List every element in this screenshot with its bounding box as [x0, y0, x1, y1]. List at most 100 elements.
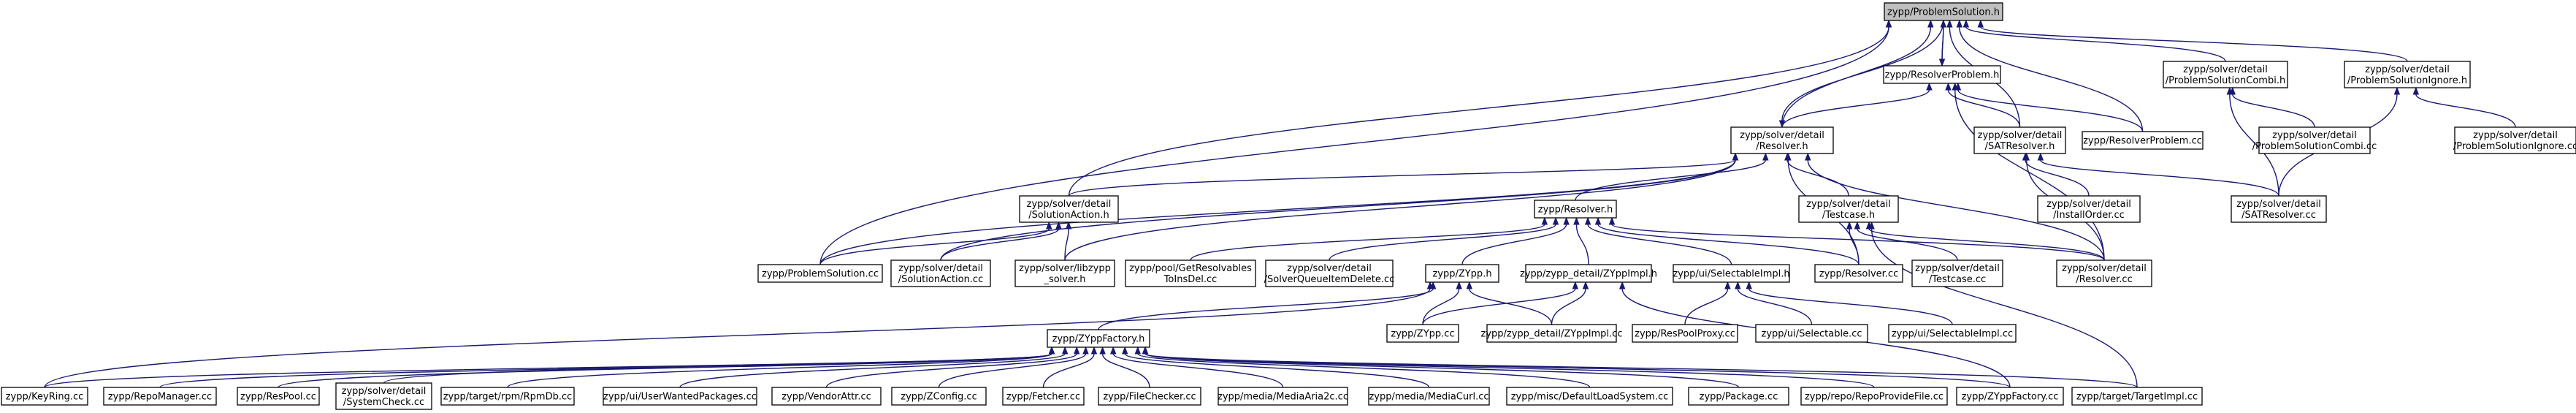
include-edge-n4-n10 — [1575, 152, 1769, 201]
edge-layer — [44, 19, 2516, 388]
file-node-zypp-zypp-cc[interactable]: zypp/ZYpp.cc — [1386, 324, 1459, 343]
file-node-zypp-vendorattr-cc[interactable]: zypp/VendorAttr.cc — [771, 387, 882, 406]
include-edge-n11-n22 — [1846, 221, 1860, 265]
edge-line — [938, 353, 1087, 388]
node-label: zypp/RepoManager.cc — [108, 392, 212, 403]
file-node-zypp-zypp-detail-zyppimpl-cc[interactable]: zypp/zypp_detail/ZYppImpl.cc — [1481, 324, 1623, 343]
arrow-head — [1938, 58, 1946, 67]
file-node-zypp-zyppfactory-cc[interactable]: zypp/ZYppFactory.cc — [1956, 387, 2064, 406]
file-node-zypp-repomanager-cc[interactable]: zypp/RepoManager.cc — [103, 387, 217, 406]
node-label: zypp/solver/detail — [2183, 64, 2268, 75]
node-box — [891, 387, 987, 406]
file-node-zypp-solver-detail-systemcheck-cc[interactable]: zypp/solver/detail/SystemCheck.cc — [335, 382, 432, 410]
file-node-zypp-solver-detail-solutionaction-cc[interactable]: zypp/solver/detail/SolutionAction.cc — [890, 259, 991, 287]
file-node-zypp-solver-detail-testcase-cc[interactable]: zypp/solver/detail/Testcase.cc — [1911, 259, 2003, 287]
node-box — [757, 264, 883, 283]
file-node-zypp-media-mediaaria2c-cc[interactable]: zypp/media/MediaAria2c.cc — [1218, 387, 1348, 406]
node-label: zypp/target/rpm/RpmDb.cc — [443, 392, 573, 403]
node-box — [1632, 324, 1738, 343]
node-box — [2037, 195, 2141, 223]
file-node-zypp-solver-detail-satresolver-cc[interactable]: zypp/solver/detail/SATResolver.cc — [2231, 195, 2327, 223]
include-edge-n2-n13 — [2226, 86, 2279, 197]
file-node-zypp-solver-detail-problemsolutionignore-h[interactable]: zypp/solver/detail/ProblemSolutionIgnore… — [2344, 61, 2471, 88]
edge-line — [1098, 288, 1434, 330]
file-node-zypp-repo-repoprovidefile-cc[interactable]: zypp/repo/RepoProvideFile.cc — [1800, 387, 1948, 406]
node-box — [1956, 387, 2064, 406]
node-box — [1386, 324, 1459, 343]
file-node-zypp-ui-userwantedpackages-cc[interactable]: zypp/ui/UserWantedPackages.cc — [603, 387, 757, 406]
file-node-zypp-keyring-cc[interactable]: zypp/KeyRing.cc — [1, 387, 88, 406]
node-label: zypp/solver/detail — [898, 263, 983, 274]
file-node-zypp-respool-cc[interactable]: zypp/ResPool.cc — [237, 387, 320, 406]
file-node-zypp-resolver-cc[interactable]: zypp/Resolver.cc — [1814, 264, 1903, 283]
node-label: zypp/Resolver.h — [1538, 205, 1613, 216]
file-node-zypp-target-rpm-rpmdb-cc[interactable]: zypp/target/rpm/RpmDb.cc — [440, 387, 575, 406]
arrow-head — [1563, 216, 1570, 225]
file-node-zypp-solver-detail-satresolver-h[interactable]: zypp/solver/detail/SATResolver.h — [1973, 126, 2066, 154]
node-label: zypp/solver/detail — [1287, 263, 1372, 274]
file-node-zypp-ui-selectable-cc[interactable]: zypp/ui/Selectable.cc — [1755, 324, 1868, 343]
file-node-zypp-solver-detail-problemsolutioncombi-cc[interactable]: zypp/solver/detail/ProblemSolutionCombi.… — [2252, 126, 2377, 154]
file-node-zypp-package-cc[interactable]: zypp/Package.cc — [1688, 387, 1789, 406]
file-node-zypp-solver-detail-testcase-h[interactable]: zypp/solver/detail/Testcase.h — [1798, 195, 1899, 223]
file-node-zypp-misc-defaultloadsystem-cc[interactable]: zypp/misc/DefaultLoadSystem.cc — [1506, 387, 1673, 406]
file-node-zypp-solver-detail-solutionaction-h[interactable]: zypp/solver/detail/SolutionAction.h — [1019, 195, 1119, 223]
edge-line — [1144, 353, 1740, 388]
file-node-zypp-respoolproxy-cc[interactable]: zypp/ResPoolProxy.cc — [1632, 324, 1738, 343]
arrow-head — [1048, 346, 1055, 355]
node-label: zypp/Resolver.cc — [1819, 269, 1898, 280]
include-edge-n25-n38 — [938, 346, 1089, 388]
node-label: zypp/zypp_detail/ZYppImpl.cc — [1481, 329, 1623, 340]
file-node-zypp-ui-selectableimpl-cc[interactable]: zypp/ui/SelectableImpl.cc — [1888, 324, 2017, 343]
edge-line — [1575, 224, 1589, 265]
node-box — [2082, 131, 2204, 150]
edge-line — [1957, 89, 2144, 132]
include-edge-n4-n16 — [1064, 152, 1739, 261]
file-node-zypp-zyppfactory-h[interactable]: zypp/ZYppFactory.h — [1047, 329, 1150, 348]
include-edge-n4-n24 — [1805, 152, 2105, 261]
node-label: zypp/Package.cc — [1700, 392, 1778, 403]
include-edge-n9-n14 — [819, 221, 1052, 265]
file-node-zypp-ui-selectableimpl-h[interactable]: zypp/ui/SelectableImpl.h — [1673, 264, 1790, 283]
file-node-zypp-fetcher-cc[interactable]: zypp/Fetcher.cc — [1002, 387, 1085, 406]
file-node-zypp-resolverproblem-cc[interactable]: zypp/ResolverProblem.cc — [2082, 131, 2204, 150]
file-node-zypp-zypp-detail-zyppimpl-h[interactable]: zypp/zypp_detail/ZYppImpl.h — [1520, 264, 1657, 283]
edge-line — [1064, 159, 1736, 261]
file-node-zypp-solver-detail-installorder-cc[interactable]: zypp/solver/detail/InstallOrder.cc — [2037, 195, 2141, 223]
file-node-zypp-resolver-h[interactable]: zypp/Resolver.h — [1534, 200, 1617, 219]
file-node-zypp-solver-detail-problemsolutioncombi-h[interactable]: zypp/solver/detail/ProblemSolutionCombi.… — [2163, 61, 2288, 88]
include-edge-n10-n19 — [1461, 216, 1570, 265]
node-label: zypp/ResolverProblem.cc — [2083, 136, 2202, 147]
file-node-zypp-target-targetimpl-cc[interactable]: zypp/target/TargetImpl.cc — [2071, 387, 2203, 406]
file-node-zypp-problemsolution-cc[interactable]: zypp/ProblemSolution.cc — [757, 264, 883, 283]
edge-line — [383, 353, 1052, 384]
arrow-head — [1099, 346, 1106, 355]
node-label: zypp/solver/detail — [1978, 130, 2063, 141]
edge-line — [1422, 288, 1576, 325]
file-node-zypp-filechecker-cc[interactable]: zypp/FileChecker.cc — [1098, 387, 1201, 406]
file-node-zypp-zypp-h[interactable]: zypp/ZYpp.h — [1425, 264, 1499, 283]
include-edge-n11-n23 — [1854, 221, 1958, 261]
node-label: zypp/ZYpp.cc — [1391, 329, 1454, 340]
file-node-zypp-solver-detail-resolver-h[interactable]: zypp/solver/detail/Resolver.h — [1730, 126, 1834, 154]
file-node-zypp-resolverproblem-h[interactable]: zypp/ResolverProblem.h — [1883, 65, 2001, 84]
file-node-zypp-solver-detail-resolver-cc[interactable]: zypp/solver/detail/Resolver.cc — [2056, 259, 2152, 287]
edge-line — [1190, 224, 1545, 261]
arrow-head — [1785, 152, 1792, 161]
include-edge-n25-n43 — [1134, 346, 1591, 388]
arrow-head — [1885, 19, 1892, 28]
arrow-head — [1426, 281, 1434, 289]
node-box — [2454, 126, 2576, 154]
node-box — [1218, 387, 1348, 406]
node-label: zypp/ResPool.cc — [240, 392, 316, 403]
file-node-zypp-media-mediacurl-cc[interactable]: zypp/media/MediaCurl.cc — [1368, 387, 1490, 406]
arrow-head — [1926, 82, 1933, 91]
file-node-zypp-solver-detail-solverqueueitemdelete-cc[interactable]: zypp/solver/detail/SolverQueueItemDelete… — [1264, 259, 1395, 287]
file-node-zypp-solver-libzypp-solver-h[interactable]: zypp/solver/libzypp_solver.h — [1014, 259, 1115, 287]
arrow-head — [1055, 221, 1062, 230]
file-node-zypp-problemsolution-h[interactable]: zypp/ProblemSolution.h — [1884, 2, 2003, 21]
file-node-zypp-zconfig-cc[interactable]: zypp/ZConfig.cc — [891, 387, 987, 406]
file-node-zypp-solver-detail-problemsolutionignore-cc[interactable]: zypp/solver/detail/ProblemSolutionIgnore… — [2453, 126, 2576, 154]
